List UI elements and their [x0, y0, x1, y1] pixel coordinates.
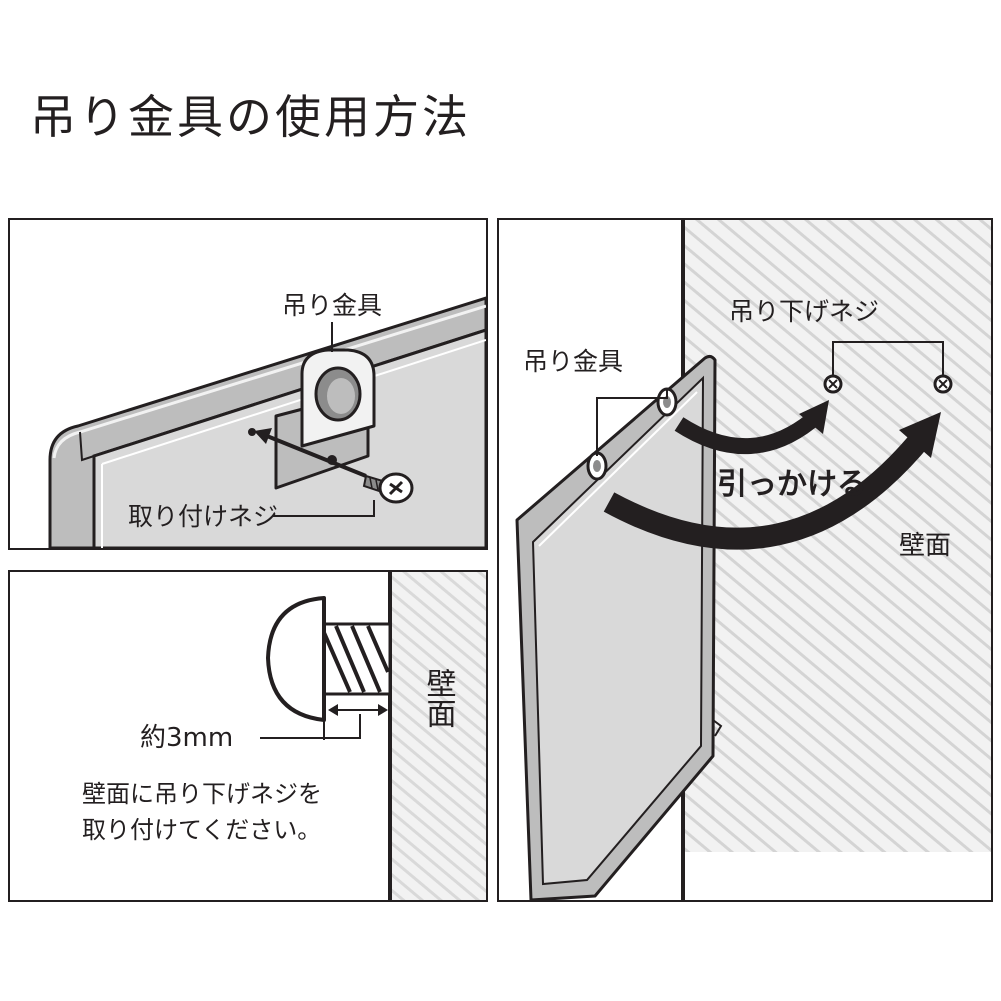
- instruction-line-1: 壁面に吊り下げネジを: [82, 780, 322, 808]
- hanging-screw-icon: [266, 596, 392, 722]
- page-title: 吊り金具の使用方法: [30, 90, 471, 144]
- attach-bracket-panel: 吊り金具 取り付けネジ: [8, 218, 488, 550]
- gap-label: 約3mm: [140, 723, 233, 753]
- screw-direction-arrow: [261, 432, 367, 478]
- instruction-line-2: 取り付けてください。: [82, 816, 321, 844]
- wall-label: 壁面: [899, 531, 951, 561]
- board-bracket-icon: [586, 387, 678, 481]
- board-bracket-label: 吊り金具: [523, 347, 623, 376]
- hang-board-panel: 吊り金具 吊り下げネジ 引っかける 壁面: [497, 218, 993, 902]
- whiteboard: [515, 354, 723, 900]
- mounting-screw-icon: [362, 472, 414, 504]
- wall-surface: [390, 572, 486, 900]
- hang-board-illustration: 吊り金具 吊り下げネジ 引っかける 壁面: [515, 220, 991, 900]
- screw-gap-illustration: 約3mm 壁面 壁面に吊り下げネジを 取り付けてください。: [82, 572, 486, 900]
- hook-label: 引っかける: [717, 467, 867, 502]
- wall-screw-label: 吊り下げネジ: [729, 297, 879, 326]
- bracket-label: 吊り金具: [282, 291, 382, 320]
- screw-gap-panel: 約3mm 壁面 壁面に吊り下げネジを 取り付けてください。: [8, 570, 488, 902]
- wall-label: 壁面: [421, 668, 457, 728]
- mounting-screw-label: 取り付けネジ: [128, 502, 278, 531]
- attach-bracket-illustration: 吊り金具 取り付けネジ: [48, 291, 486, 548]
- hanging-bracket: [248, 348, 376, 490]
- svg-text:壁面: 壁面: [421, 668, 457, 728]
- hook-arrow-icon: [603, 400, 941, 550]
